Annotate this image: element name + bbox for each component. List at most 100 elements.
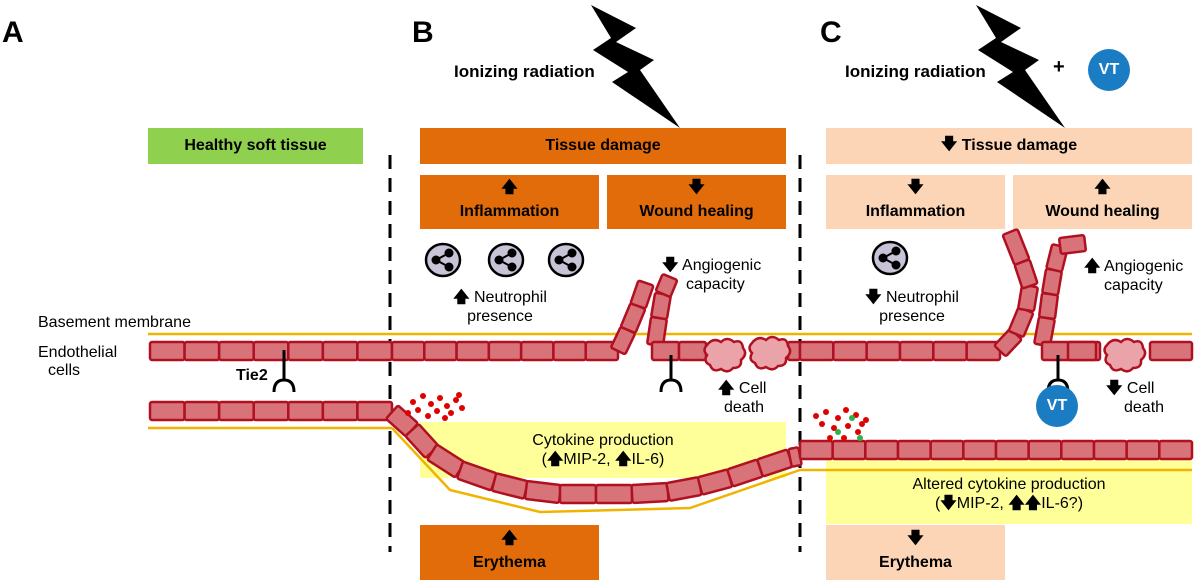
endothelial-cell — [217, 400, 255, 422]
down-arrow-icon: 🡇 — [662, 257, 679, 274]
c-cell-death-line2: death — [1124, 399, 1165, 416]
b-wound-healing-box — [607, 175, 786, 229]
c-lightning-icon — [976, 5, 1065, 128]
down-arrow-icon: 🡇 — [688, 179, 705, 196]
neutrophil-icon — [424, 242, 462, 278]
cytokine-dot — [434, 408, 440, 414]
b-erythema-box — [420, 525, 599, 580]
tie2-receptor-icon — [272, 350, 296, 393]
c-tissue-damage: 🡇 Tissue damage — [826, 128, 1192, 164]
b-cell-death-line2: death — [724, 399, 765, 416]
c-angiogenic-line1: Angiogenic — [1104, 258, 1184, 275]
c-plus-label: + — [1053, 56, 1065, 78]
cytokine-dot — [857, 435, 863, 441]
c-tissue-damage-label: Tissue damage — [961, 137, 1078, 154]
c-inflammation-label: Inflammation — [865, 203, 966, 220]
c-inflammation-box — [826, 175, 1005, 229]
endothelial-cell — [287, 340, 325, 362]
endothelial-cell — [1017, 283, 1039, 313]
c-neutrophil-line2: presence — [879, 308, 945, 325]
b-neutrophil-text: 🡅 Neutrophil presence — [440, 288, 560, 326]
cytokine-dot — [841, 435, 847, 441]
endothelial-cell — [629, 279, 655, 310]
cytokine-dot — [437, 395, 443, 401]
cytokine-dot — [425, 413, 431, 419]
endothelial-cell — [183, 400, 221, 422]
neutrophil-icon — [547, 242, 585, 278]
endothelial-label-line2: cells — [48, 362, 81, 379]
b-erythema-label: Erythema — [473, 554, 546, 571]
panel-label-c: C — [820, 16, 842, 49]
endothelial-cell — [929, 439, 965, 461]
neutrophil-icon — [424, 240, 909, 278]
b-inflammation-label: Inflammation — [459, 203, 560, 220]
endothelial-cell — [932, 340, 968, 362]
c-wound-healing-box — [1013, 175, 1192, 229]
healthy-box — [148, 128, 363, 164]
b-angiogenic-line2: capacity — [686, 276, 745, 293]
c-vt-badge: VT — [1088, 49, 1130, 91]
up-arrow-icon: 🡅 — [1094, 179, 1111, 196]
cytokine-dot — [859, 421, 865, 427]
neutrophil-icon — [487, 242, 525, 278]
up-arrow-icon: 🡅 — [1084, 258, 1101, 275]
cytokine-dot — [448, 410, 454, 416]
b-inflammation-box — [420, 175, 599, 229]
cytokine-dot — [831, 425, 837, 431]
c-wound-healing-label: Wound healing — [1045, 203, 1160, 220]
endothelial-cell — [1125, 439, 1161, 461]
endothelial-cell — [1092, 439, 1128, 461]
b-inflammation: 🡅 Inflammation — [420, 175, 599, 229]
b-angiogenic-text: 🡇 Angiogenic capacity — [662, 256, 761, 294]
cytokine-dot — [849, 415, 855, 421]
cytokine-dot — [835, 415, 841, 421]
endothelial-cell — [252, 400, 290, 422]
c-inflammation: 🡇 Inflammation — [826, 175, 1005, 229]
endothelial-cell — [594, 483, 634, 505]
endothelial-cell — [423, 340, 458, 362]
b-cytokine-line2b: IL-6) — [631, 451, 665, 468]
c-cytokine-line2b: IL-6?) — [1041, 495, 1084, 512]
cytokine-dot — [453, 397, 459, 403]
tie2-label: Tie2 — [236, 367, 268, 384]
endothelial-cell — [864, 439, 900, 461]
c-wound-healing: 🡅 Wound healing — [1013, 175, 1192, 229]
c-tissue-damage-box — [826, 128, 1192, 164]
endothelial-cell — [1158, 439, 1194, 461]
endothelial-cell — [321, 400, 359, 422]
down-arrow-icon: 🡇 — [1106, 380, 1123, 397]
endothelial-cell — [356, 340, 394, 362]
endothelial-cell — [1058, 234, 1087, 255]
panel-label-b: B — [412, 16, 434, 49]
b-tissue-damage-box — [420, 128, 786, 164]
b-cytokine-line1: Cytokine production — [532, 432, 674, 449]
endothelial-cell — [962, 439, 998, 461]
cytokine-dot — [823, 409, 829, 415]
cytokine-dot — [819, 421, 825, 427]
endothelial-cell — [148, 400, 186, 422]
endothelial-cell — [183, 340, 221, 362]
cytokine-dot — [442, 415, 448, 421]
b-angiogenic-line1: Angiogenic — [682, 257, 762, 274]
up-arrow-icon: 🡅 — [501, 179, 518, 196]
endothelial-cell — [455, 340, 491, 362]
c-cell-death-line1: Cell — [1126, 380, 1155, 397]
c-cytokine-line2a: MIP-2, — [956, 495, 1009, 512]
endothelial-cell — [994, 439, 1030, 461]
up-arrow-icon: 🡅 — [501, 530, 518, 547]
cytokine-dot — [405, 410, 411, 416]
cytokine-dot — [410, 399, 416, 405]
b-cell-death-text: 🡅 Cell death — [718, 379, 766, 417]
down-arrow-icon: 🡇 — [907, 179, 924, 196]
endothelial-cell — [865, 340, 902, 362]
cytokine-dot — [459, 405, 465, 411]
up-arrow-icon: 🡅 — [546, 451, 564, 468]
cytokine-dot — [444, 403, 450, 409]
cytokine-dot — [843, 407, 849, 413]
endothelial-cell — [896, 439, 932, 461]
dying-cells — [703, 335, 1147, 373]
up-arrow-icon: 🡅 — [1008, 495, 1025, 512]
cytokine-dot — [456, 392, 462, 398]
b-erythema: 🡅 Erythema — [420, 525, 599, 580]
